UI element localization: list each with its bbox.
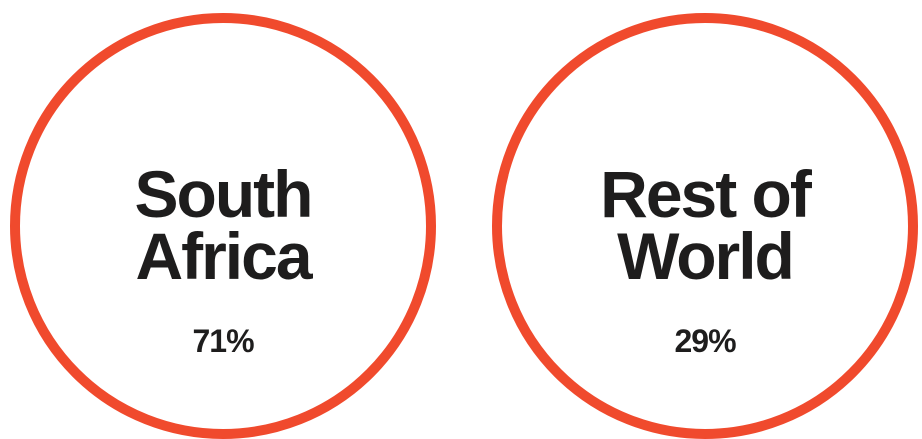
rest-of-world-percent: 29% [674, 323, 736, 359]
rest-of-world-label-line1: Rest of [600, 157, 812, 231]
rest-of-world-label-line2: World [617, 219, 795, 293]
south-africa-label-line1: South [134, 157, 314, 231]
south-africa-label: South Africa [20, 157, 426, 293]
south-africa-percent: 71% [192, 323, 254, 359]
rest-of-world-circle: Rest of World 29% [492, 13, 918, 439]
rest-of-world-label: Rest of World [502, 157, 908, 293]
south-africa-label-line2: Africa [135, 219, 312, 293]
south-africa-circle: South Africa 71% [10, 13, 436, 439]
